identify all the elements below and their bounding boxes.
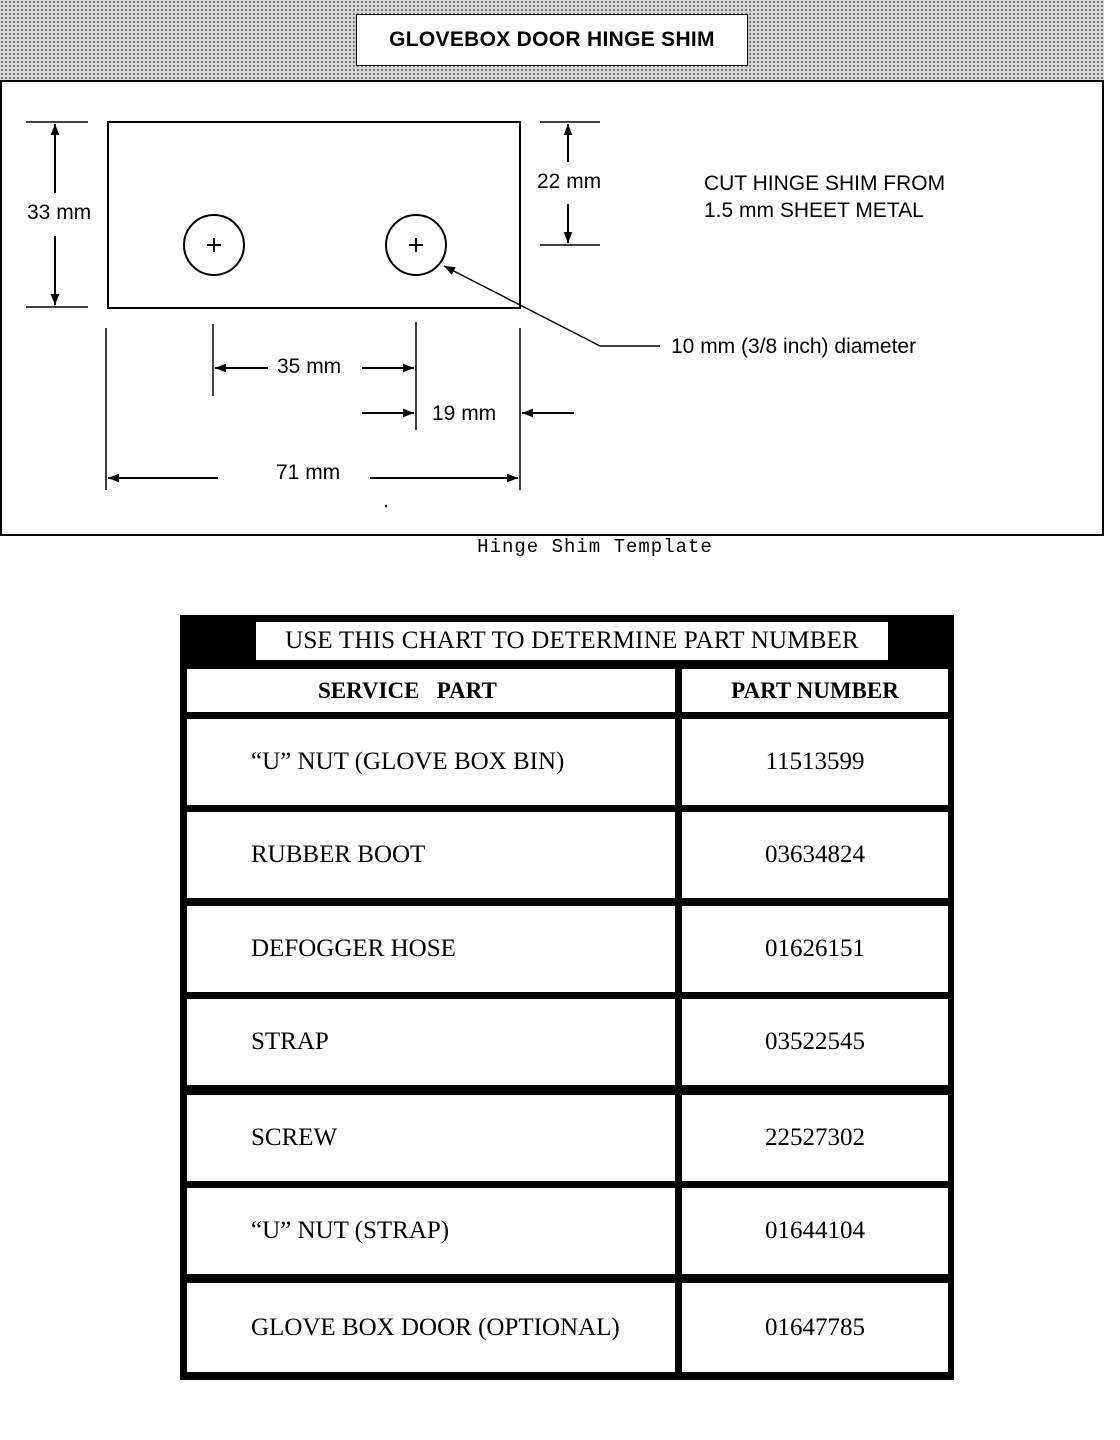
- panel-border: [0, 80, 1104, 536]
- chart-title: USE THIS CHART TO DETERMINE PART NUMBER: [256, 622, 888, 660]
- row-part-name: STRAP: [187, 999, 675, 1085]
- row-part-name: “U” NUT (STRAP): [187, 1188, 675, 1274]
- hole-diameter-label: 10 mm (3/8 inch) diameter: [671, 335, 917, 358]
- column-header-part-number: PART NUMBER: [682, 669, 948, 712]
- dimension-height-label: 33 mm: [27, 201, 92, 224]
- row-part-name: DEFOGGER HOSE: [187, 906, 675, 992]
- row-part-number: 01626151: [682, 906, 948, 992]
- row-part-number: 22527302: [682, 1095, 948, 1181]
- dimension-height-lines: [26, 121, 88, 308]
- dimension-hole-offset-label: 22 mm: [537, 170, 602, 193]
- dimension-edge-label: 19 mm: [432, 402, 497, 425]
- row-part-number: 11513599: [682, 719, 948, 805]
- material-note-line-1: CUT HINGE SHIM FROM: [704, 172, 946, 195]
- row-part-name: “U” NUT (GLOVE BOX BIN): [187, 719, 675, 805]
- material-note-line-2: 1.5 mm SHEET METAL: [704, 199, 924, 222]
- shim-outline: [107, 121, 521, 309]
- dimension-hole-spacing-label: 35 mm: [277, 355, 342, 378]
- dimension-hole-spacing-lines: [212, 322, 417, 430]
- row-part-name: GLOVE BOX DOOR (OPTIONAL): [187, 1283, 675, 1372]
- row-part-number: 03634824: [682, 812, 948, 898]
- column-header-service-part: SERVICE PART: [187, 669, 675, 712]
- hole-left: [183, 214, 245, 276]
- row-part-number: 01647785: [682, 1283, 948, 1372]
- hole-leader-line: [443, 265, 660, 347]
- shim-drawing: [0, 80, 1104, 536]
- dimension-hole-offset-lines: [540, 121, 600, 246]
- row-part-number: 01644104: [682, 1188, 948, 1274]
- hinge-shim-diagram: GLOVEBOX DOOR HINGE SHIM 33 mm 22 mm 35 …: [0, 0, 1104, 537]
- diagram-title: GLOVEBOX DOOR HINGE SHIM: [356, 14, 748, 66]
- row-part-name: SCREW: [187, 1095, 675, 1181]
- diagram-caption: Hinge Shim Template: [477, 536, 713, 558]
- hole-right: [385, 214, 447, 276]
- dimension-width-lines: [105, 328, 521, 490]
- row-part-name: RUBBER BOOT: [187, 812, 675, 898]
- dimension-width-label: 71 mm: [276, 461, 341, 484]
- row-part-number: 03522545: [682, 999, 948, 1085]
